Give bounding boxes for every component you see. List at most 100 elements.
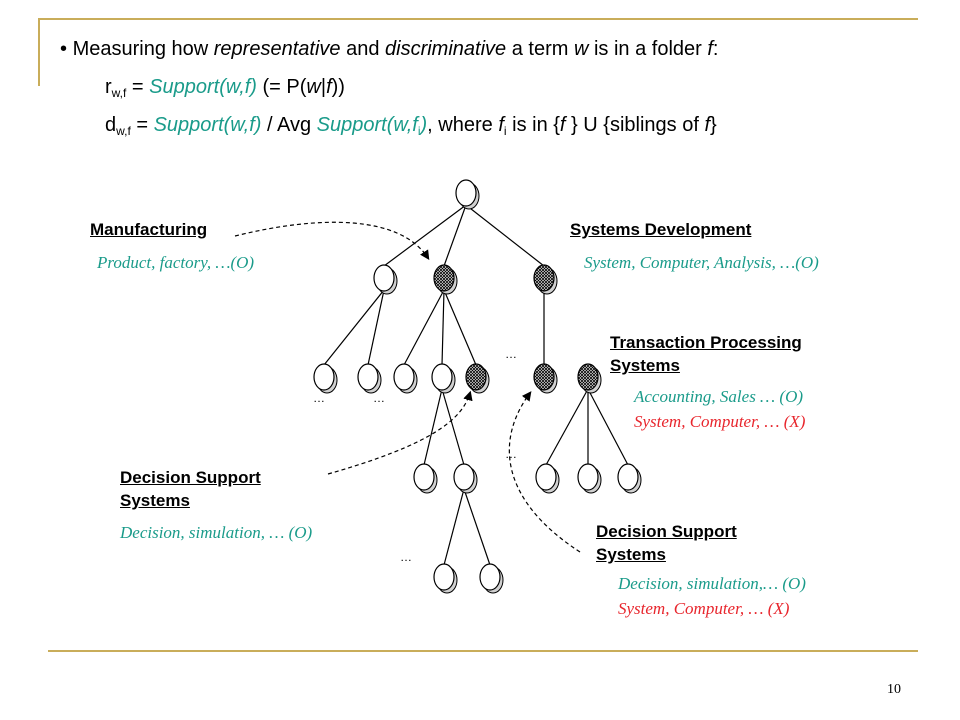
keywords-dss-right-bad: System, Computer, … (X) — [618, 599, 790, 618]
keywords-systems-development: System, Computer, Analysis, …(O) — [584, 253, 819, 272]
ellipsis: … — [400, 550, 412, 564]
node-body — [313, 363, 335, 391]
manufacturing-arrow — [234, 221, 430, 261]
bullet-text: and — [340, 38, 385, 60]
node-body — [577, 363, 599, 391]
page-number: 10 — [887, 682, 901, 697]
formula-text: } U {siblings of — [565, 114, 705, 136]
ellipsis: … — [505, 347, 517, 361]
tree-edge — [367, 289, 385, 366]
folder-node-highlighted — [465, 363, 490, 394]
tree-edge — [443, 289, 477, 366]
tree-edge — [465, 204, 545, 267]
equals: = — [126, 76, 150, 98]
node-body — [577, 463, 599, 491]
tree-edge — [545, 388, 589, 466]
bullet-text: : — [712, 38, 719, 60]
tree-edge — [441, 388, 465, 466]
tree-edge — [587, 388, 629, 466]
node-body — [533, 264, 555, 292]
tree-edge — [441, 289, 445, 366]
label-tps-line1: Transaction Processing — [610, 333, 802, 352]
bullet-line: • Measuring how representative and discr… — [60, 38, 718, 61]
var-w: w — [306, 76, 321, 98]
symbol-r: r — [105, 76, 112, 98]
ellipsis: … — [373, 391, 385, 405]
subscript: w,f — [111, 86, 127, 100]
folder-node — [617, 463, 642, 494]
folder-node — [373, 264, 398, 295]
node-body — [413, 463, 435, 491]
tree-edges — [323, 204, 629, 566]
dss-right-arrow — [508, 391, 581, 553]
var-f: f — [498, 114, 504, 136]
keywords-dss-left: Decision, simulation, … (O) — [120, 523, 313, 542]
keywords-tps-good: Accounting, Sales … (O) — [634, 387, 804, 406]
bottom-rule — [48, 650, 918, 652]
formula-text: } — [710, 114, 717, 136]
label-dss-left-line1: Decision Support — [120, 468, 261, 487]
label-dss-right-line2: Systems — [596, 545, 666, 564]
ellipsis: … — [313, 391, 325, 405]
label-dss-left-line2: Systems — [120, 491, 190, 510]
formula-text: , where — [427, 114, 499, 136]
folder-node-highlighted — [433, 264, 458, 295]
node-body — [535, 463, 557, 491]
label-dss-right-line1: Decision Support — [596, 522, 737, 541]
tree-edge — [383, 204, 467, 267]
symbol-d: d — [105, 114, 117, 136]
node-body — [617, 463, 639, 491]
folder-node-highlighted — [533, 264, 558, 295]
folder-node — [413, 463, 438, 494]
var-f: f — [559, 114, 566, 136]
support-term-close: ) — [420, 114, 428, 136]
folder-node-highlighted — [533, 363, 558, 394]
bullet-text: a term — [506, 38, 574, 60]
subscript: i — [417, 124, 421, 138]
var-f: f — [707, 38, 713, 60]
folder-node — [535, 463, 560, 494]
tree-edge — [403, 289, 445, 366]
tree-edge — [323, 289, 385, 366]
folder-node-highlighted — [577, 363, 602, 394]
subscript: i — [503, 124, 507, 138]
label-systems-development: Systems Development — [570, 220, 752, 239]
folder-node — [455, 179, 480, 210]
label-tps-line2: Systems — [610, 356, 680, 375]
folder-node — [431, 363, 456, 394]
formula-text: is in { — [506, 114, 560, 136]
node-body — [465, 363, 487, 391]
tree-edge — [443, 204, 467, 267]
formula-r: rw,f = Support(w,f) (= P(w|f)) — [105, 76, 345, 100]
node-body — [479, 563, 501, 591]
label-manufacturing: Manufacturing — [90, 220, 208, 239]
var-f: f — [326, 76, 332, 98]
folder-node — [577, 463, 602, 494]
var-f: f — [704, 114, 711, 136]
tree-nodes — [313, 179, 642, 594]
bullet-marker: • — [60, 38, 68, 60]
node-body — [431, 363, 453, 391]
term-representative: representative — [213, 38, 341, 60]
formula-text: (= P( — [256, 76, 307, 98]
node-body — [433, 264, 455, 292]
node-body — [453, 463, 475, 491]
dss-left-arrow — [327, 390, 473, 475]
folder-node — [313, 363, 338, 394]
keywords-dss-right-good: Decision, simulation,… (O) — [618, 574, 806, 593]
formula-text: )) — [331, 76, 345, 98]
formula-d: dw,f = Support(w,f) / Avg Support(w,fi),… — [105, 114, 717, 138]
folder-node — [479, 563, 504, 594]
keywords-manufacturing: Product, factory, …(O) — [97, 253, 255, 272]
equals: = — [130, 114, 154, 136]
tree-edge — [423, 388, 443, 466]
node-body — [373, 264, 395, 292]
node-body — [533, 363, 555, 391]
node-body — [455, 179, 477, 207]
folder-node — [393, 363, 418, 394]
tree-edge — [443, 488, 465, 566]
folder-node — [357, 363, 382, 394]
term-discriminative: discriminative — [385, 38, 507, 60]
support-term: Support(w,f) — [149, 76, 257, 98]
